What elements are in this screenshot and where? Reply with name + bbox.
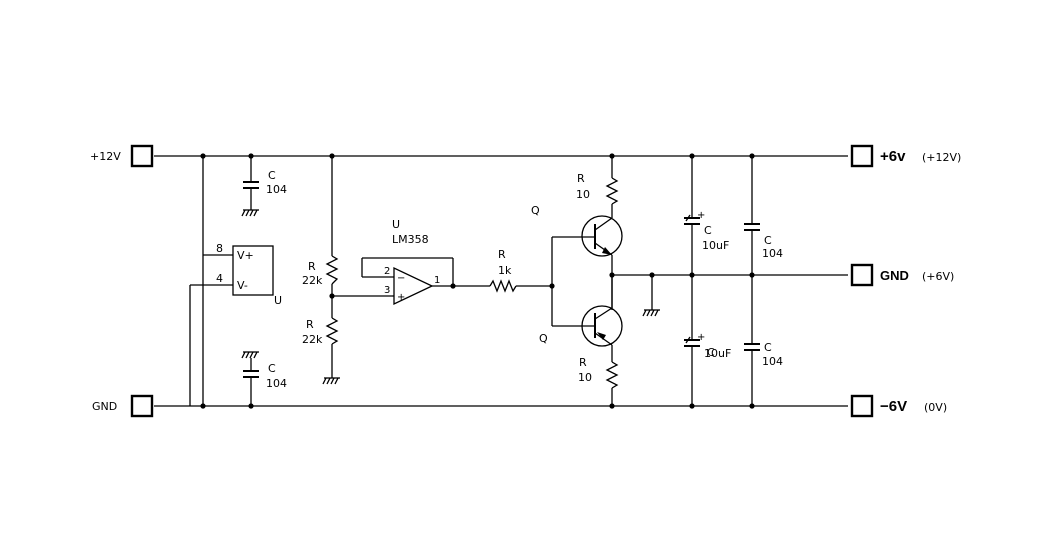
resistor-emitter-bottom: R 10 [578,356,619,389]
capacitor-electrolytic-bottom-value: 10uF [704,347,731,360]
capacitor-output-top-ref: C [764,234,772,247]
transistor-top-ref: Q [531,204,540,217]
capacitor-top-left-value: 104 [266,183,287,196]
capacitor-bottom-left-value: 104 [266,377,287,390]
power-pin-8: 8 [216,242,223,255]
capacitor-electrolytic-bottom-ref: C [707,346,715,359]
resistor-divider-bottom-ref: R [306,318,314,331]
terminal-out-midpoint-label: GND [880,268,909,283]
terminal-in-positive-label: +12V [90,150,121,163]
terminal-in-positive: +12V [90,144,154,168]
resistor-emitter-bottom-ref: R [579,356,587,369]
terminal-in-ground: GND [92,394,154,418]
opamp-sign-noninverting: + [397,292,405,303]
opamp-power-block: 8 4 V+ V- U [189,156,282,406]
capacitor-electrolytic-bottom: + C 10uF [684,275,731,406]
capacitor-output-top-value: 104 [762,247,783,260]
terminal-out-positive: +6v (+12V) [850,144,961,168]
transistor-bottom-pnp: Q [539,275,623,406]
opamp-sign-inverting: − [397,273,405,284]
resistor-series-ref: R [498,248,506,261]
opamp-lm358: 2 3 1 − + U LM358 [361,218,490,306]
base-wiring [551,236,595,327]
resistor-emitter-top-ref: R [577,172,585,185]
resistor-divider-bottom: R 22k [302,317,339,346]
power-label-vminus: V- [237,279,248,292]
capacitor-electrolytic-top-plus: + [697,210,705,221]
power-label-vplus: V+ [237,249,254,262]
resistor-series-value: 1k [498,264,512,277]
capacitor-bottom-left: C 104 [241,351,287,406]
capacitor-output-bottom-value: 104 [762,355,783,368]
terminal-out-midpoint: GND (+6V) [850,263,954,287]
capacitor-output-bottom-ref: C [764,341,772,354]
capacitor-top-left: C 104 [241,156,287,217]
opamp-pin-2: 2 [384,266,390,277]
capacitor-electrolytic-top: + C 10uF [684,156,729,275]
resistor-emitter-bottom-value: 10 [578,371,592,384]
opamp-ref: U [392,218,400,231]
capacitor-top-left-ref: C [268,169,276,182]
opamp-pin-3: 3 [384,285,390,296]
terminal-out-positive-label: +6v [880,148,906,165]
terminal-out-positive-sublabel: (+12V) [922,151,961,164]
divider-wire [322,156,392,385]
capacitor-bottom-left-ref: C [268,362,276,375]
midpoint-ground-symbol [642,275,660,317]
resistor-divider-top-ref: R [308,260,316,273]
capacitor-output-top: C 104 [744,156,783,275]
terminal-out-negative-label: −6V [880,398,907,415]
power-pin-4: 4 [216,272,223,285]
capacitor-output-bottom: C 104 [744,275,783,406]
terminal-out-negative-sublabel: (0V) [924,401,947,414]
opamp-part-number: LM358 [392,233,429,246]
capacitor-electrolytic-top-value: 10uF [702,239,729,252]
terminal-in-ground-label: GND [92,400,117,413]
resistor-divider-top: R 22k [302,255,339,287]
resistor-emitter-top-value: 10 [576,188,590,201]
resistor-series-1k: R 1k [489,248,552,293]
terminal-out-midpoint-sublabel: (+6V) [922,270,954,283]
junction-dots [200,153,755,409]
resistor-emitter-top: R 10 [576,172,619,205]
capacitor-electrolytic-bottom-plus: + [697,332,705,343]
terminal-out-negative: −6V (0V) [850,394,947,418]
opamp-pin-1: 1 [434,275,440,286]
transistor-bottom-ref: Q [539,332,548,345]
resistor-divider-bottom-value: 22k [302,333,323,346]
capacitor-electrolytic-top-ref: C [704,224,712,237]
resistor-divider-top-value: 22k [302,274,323,287]
power-block-ref: U [274,294,282,307]
